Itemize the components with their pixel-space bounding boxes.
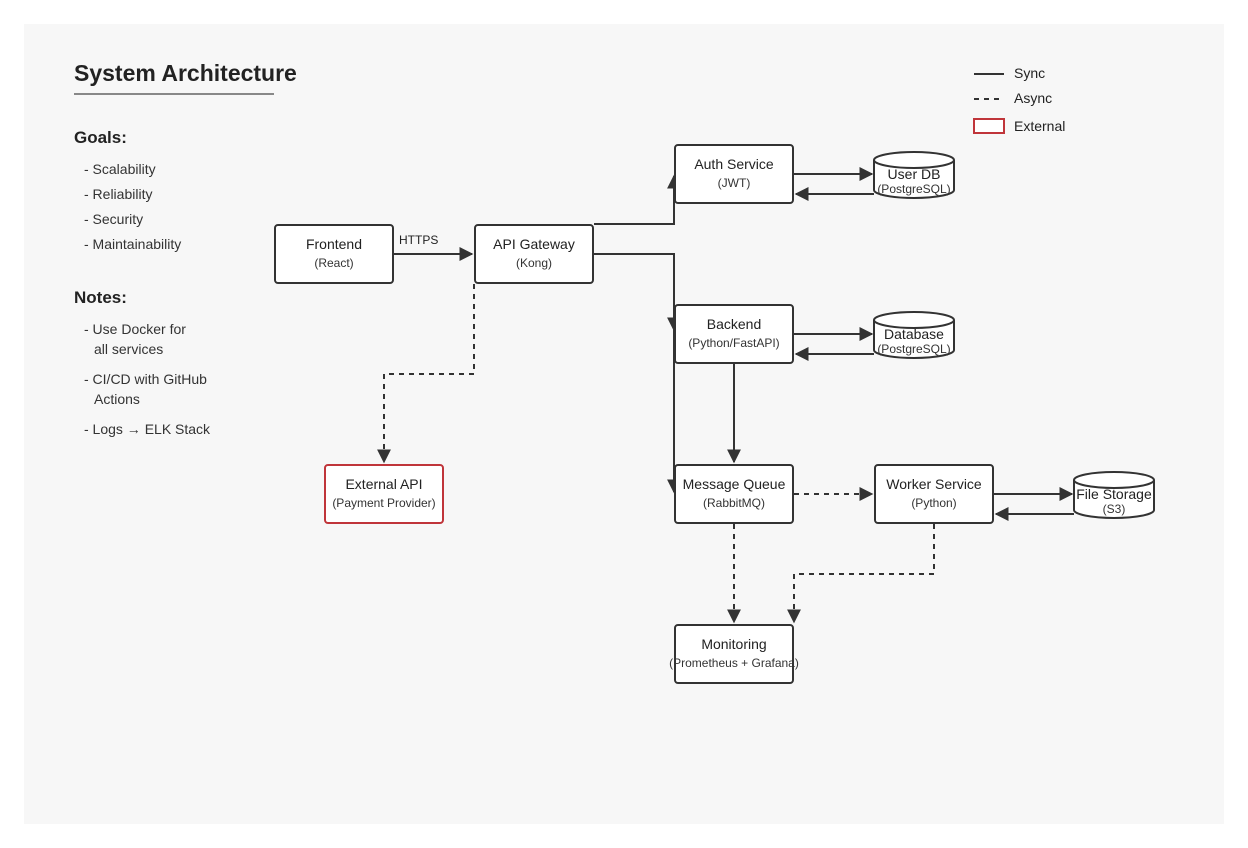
node-external-api[interactable]: External API (Payment Provider): [324, 464, 444, 524]
node-sublabel: (S3): [1102, 502, 1126, 516]
node-sublabel: (PostgreSQL): [877, 342, 951, 356]
note-line: - CI/CD with GitHub: [84, 371, 207, 387]
node-label: Database: [884, 326, 944, 342]
user-db-cylinder: [873, 151, 955, 199]
node-file-storage[interactable]: File Storage (S3): [1064, 486, 1164, 516]
node-label: Monitoring: [701, 636, 767, 652]
goal-item: - Reliability: [84, 186, 153, 202]
note-item: - CI/CD with GitHub Actions: [84, 369, 207, 409]
node-sublabel: (PostgreSQL): [877, 182, 951, 196]
node-database[interactable]: Database (PostgreSQL): [864, 326, 964, 356]
node-backend[interactable]: Backend (Python/FastAPI): [674, 304, 794, 364]
note-item: - Logs → ELK Stack: [84, 419, 210, 439]
note-line: - Use Docker for: [84, 321, 186, 337]
legend-async-label: Async: [1014, 90, 1053, 106]
legend-external-swatch: [973, 118, 1005, 134]
node-label: API Gateway: [493, 236, 575, 252]
node-label: Frontend: [305, 236, 363, 252]
node-label: External API: [345, 476, 423, 492]
node-message-queue[interactable]: Message Queue (RabbitMQ): [674, 464, 794, 524]
edge-gateway-auth: [594, 174, 681, 225]
legend-sync-label: Sync: [1014, 65, 1046, 81]
node-sublabel: (Python): [911, 496, 957, 510]
file-storage-cylinder: [1073, 471, 1155, 519]
node-sublabel: (React): [314, 256, 354, 270]
node-label: Auth Service: [694, 156, 774, 172]
notes-heading: Notes:: [74, 288, 127, 307]
note-line: all services: [94, 341, 164, 357]
node-frontend[interactable]: Frontend (React): [274, 224, 394, 284]
edge-gateway-external: [377, 284, 475, 464]
goal-item: - Scalability: [84, 161, 156, 177]
node-monitoring[interactable]: Monitoring (Prometheus + Grafana): [669, 624, 799, 684]
node-label: Message Queue: [682, 476, 786, 492]
node-label: Backend: [706, 316, 762, 332]
goal-item: - Security: [84, 211, 144, 227]
node-label: File Storage: [1076, 486, 1152, 502]
node-sublabel: (Python/FastAPI): [688, 336, 780, 350]
node-user-db[interactable]: User DB (PostgreSQL): [864, 166, 964, 196]
goal-item: - Maintainability: [84, 236, 182, 252]
node-sublabel: (RabbitMQ): [702, 496, 765, 510]
node-sublabel: (JWT): [717, 176, 751, 190]
node-sublabel: (Kong): [515, 256, 553, 270]
title-underline: [74, 93, 274, 95]
database-cylinder: [873, 311, 955, 359]
node-auth-service[interactable]: Auth Service (JWT): [674, 144, 794, 204]
node-label: User DB: [887, 166, 941, 182]
note-line: Actions: [94, 391, 140, 407]
diagram-title: System Architecture: [74, 60, 297, 86]
diagram-canvas: [24, 24, 1224, 824]
node-label: Worker Service: [886, 476, 982, 492]
note-line: - Logs → ELK Stack: [84, 421, 211, 437]
legend-external-label: External: [1014, 118, 1066, 134]
node-worker-service[interactable]: Worker Service (Python): [874, 464, 994, 524]
note-item: - Use Docker for all services: [84, 319, 186, 359]
goals-heading: Goals:: [74, 128, 127, 147]
edge-gateway-backend: [594, 253, 681, 332]
node-sublabel: (Payment Provider): [332, 496, 436, 510]
node-sublabel: (Prometheus + Grafana): [669, 656, 799, 670]
node-api-gateway[interactable]: API Gateway (Kong): [474, 224, 594, 284]
edge-worker-monitoring: [787, 524, 935, 624]
edge-label-https: HTTPS: [399, 233, 439, 247]
